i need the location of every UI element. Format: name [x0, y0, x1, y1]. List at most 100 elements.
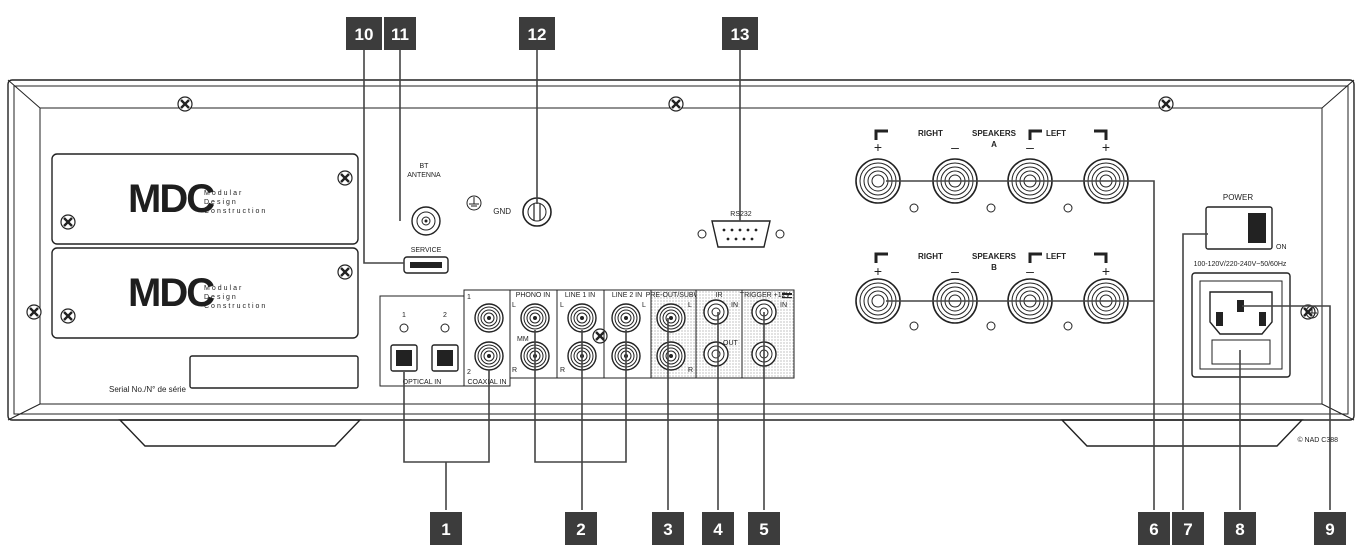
svg-text:7: 7: [1183, 520, 1192, 539]
svg-text:LEFT: LEFT: [1046, 129, 1066, 138]
ac-inlet: 100-120V/220-240V~50/60Hz: [1191, 261, 1319, 378]
svg-text:+: +: [1102, 139, 1110, 155]
svg-text:TRIGGER +12V: TRIGGER +12V: [740, 292, 791, 299]
mdc-module-upper: MDC Modular Design Construction: [51, 153, 359, 245]
svg-text:RIGHT: RIGHT: [918, 252, 943, 261]
service-port: SERVICE: [403, 247, 449, 274]
svg-text:2: 2: [467, 369, 471, 376]
svg-text:1: 1: [402, 312, 406, 319]
svg-text:POWER: POWER: [1223, 193, 1253, 202]
badge-5: 5: [748, 512, 780, 545]
svg-text:RIGHT: RIGHT: [918, 129, 943, 138]
optical-inputs: 1 2 OPTICAL IN: [379, 295, 465, 387]
badge-13: 13: [722, 17, 758, 50]
svg-text:12: 12: [528, 25, 547, 44]
svg-text:L: L: [688, 302, 692, 309]
mdc-logo: MDC: [128, 271, 214, 315]
screw-icon: [1157, 95, 1175, 113]
trigger-ports: TRIGGER +12V IN: [740, 289, 795, 379]
svg-text:SPEAKERS: SPEAKERS: [972, 252, 1017, 261]
svg-text:IN: IN: [731, 302, 738, 309]
badge-9: 9: [1314, 512, 1346, 545]
power-switch: POWER ON: [1205, 193, 1287, 251]
svg-text:13: 13: [731, 25, 750, 44]
speakers-b: RIGHT SPEAKERS B LEFT + – – +: [855, 252, 1129, 331]
svg-text:3: 3: [663, 520, 672, 539]
svg-text:Modular: Modular: [204, 285, 243, 292]
copyright: © NAD C388: [1297, 436, 1338, 444]
svg-text:11: 11: [391, 25, 409, 44]
svg-text:LINE 1 IN: LINE 1 IN: [565, 292, 595, 299]
badge-8: 8: [1224, 512, 1256, 545]
svg-text:R: R: [688, 367, 693, 374]
svg-text:LINE 2 IN: LINE 2 IN: [612, 292, 642, 299]
screw-icon: [667, 95, 685, 113]
svg-text:PHONO IN: PHONO IN: [516, 292, 551, 299]
svg-text:A: A: [991, 140, 997, 149]
rs232-port: RS232: [697, 211, 785, 248]
svg-text:ON: ON: [1276, 244, 1287, 251]
badge-7: 7: [1172, 512, 1204, 545]
svg-text:–: –: [1026, 139, 1034, 155]
mdc-module-lower: MDC Modular Design Construction: [51, 247, 359, 339]
badge-11: 11: [384, 17, 416, 50]
svg-text:2: 2: [443, 312, 447, 319]
svg-text:10: 10: [355, 25, 374, 44]
svg-text:5: 5: [759, 520, 768, 539]
svg-text:+: +: [874, 263, 882, 279]
svg-text:COAXIAL IN: COAXIAL IN: [467, 379, 506, 386]
badge-4: 4: [702, 512, 734, 545]
badge-3: 3: [652, 512, 684, 545]
svg-text:Design: Design: [204, 294, 238, 301]
svg-text:RS232: RS232: [730, 211, 752, 218]
svg-text:PRE-OUT/SUBW: PRE-OUT/SUBW: [646, 292, 701, 299]
svg-text:BT: BT: [420, 163, 430, 170]
badge-10: 10: [346, 17, 382, 50]
gnd-terminal: GND: [466, 195, 552, 227]
mdc-logo: MDC: [128, 177, 214, 221]
svg-text:100-120V/220-240V~50/60Hz: 100-120V/220-240V~50/60Hz: [1194, 261, 1287, 268]
badges: 1 2 3 4 5 6 7 8 9 10 11 12 13: [346, 17, 1346, 545]
svg-text:L: L: [642, 302, 646, 309]
screw-icon: [25, 303, 43, 321]
svg-text:R: R: [512, 367, 517, 374]
badge-6: 6: [1138, 512, 1170, 545]
serial-plate: Serial No./N° de série: [109, 355, 359, 394]
svg-text:OPTICAL IN: OPTICAL IN: [403, 379, 442, 386]
chassis: [7, 79, 1355, 447]
badge-1: 1: [430, 512, 462, 545]
svg-text:8: 8: [1235, 520, 1244, 539]
svg-text:Modular: Modular: [204, 190, 243, 197]
screw-icon: [591, 327, 609, 345]
svg-text:9: 9: [1325, 520, 1334, 539]
svg-text:SPEAKERS: SPEAKERS: [972, 129, 1017, 138]
badge-12: 12: [519, 17, 555, 50]
svg-text:+: +: [1102, 263, 1110, 279]
svg-text:1: 1: [441, 520, 450, 539]
svg-text:L: L: [512, 302, 516, 309]
svg-text:IN: IN: [780, 302, 787, 309]
serial-label: Serial No./N° de série: [109, 385, 187, 394]
svg-text:–: –: [951, 139, 959, 155]
svg-text:MM: MM: [517, 336, 529, 343]
svg-text:6: 6: [1149, 520, 1158, 539]
ir-ports: IR IN OUT: [695, 289, 743, 379]
svg-text:4: 4: [713, 520, 723, 539]
speakers-a: RIGHT SPEAKERS A LEFT + – – +: [855, 129, 1129, 213]
svg-text:SERVICE: SERVICE: [411, 247, 442, 254]
svg-text:Design: Design: [204, 199, 238, 206]
coaxial-inputs: 1 2 COAXIAL IN: [463, 289, 511, 387]
svg-text:B: B: [991, 263, 997, 272]
badge-2: 2: [565, 512, 597, 545]
svg-text:+: +: [874, 139, 882, 155]
svg-text:2: 2: [576, 520, 585, 539]
svg-text:L: L: [560, 302, 564, 309]
svg-text:1: 1: [467, 294, 471, 301]
bt-antenna: BT ANTENNA: [407, 163, 441, 236]
svg-text:R: R: [560, 367, 565, 374]
svg-text:–: –: [1026, 263, 1034, 279]
callout-lines: [363, 50, 1331, 510]
screw-icon: [176, 95, 194, 113]
